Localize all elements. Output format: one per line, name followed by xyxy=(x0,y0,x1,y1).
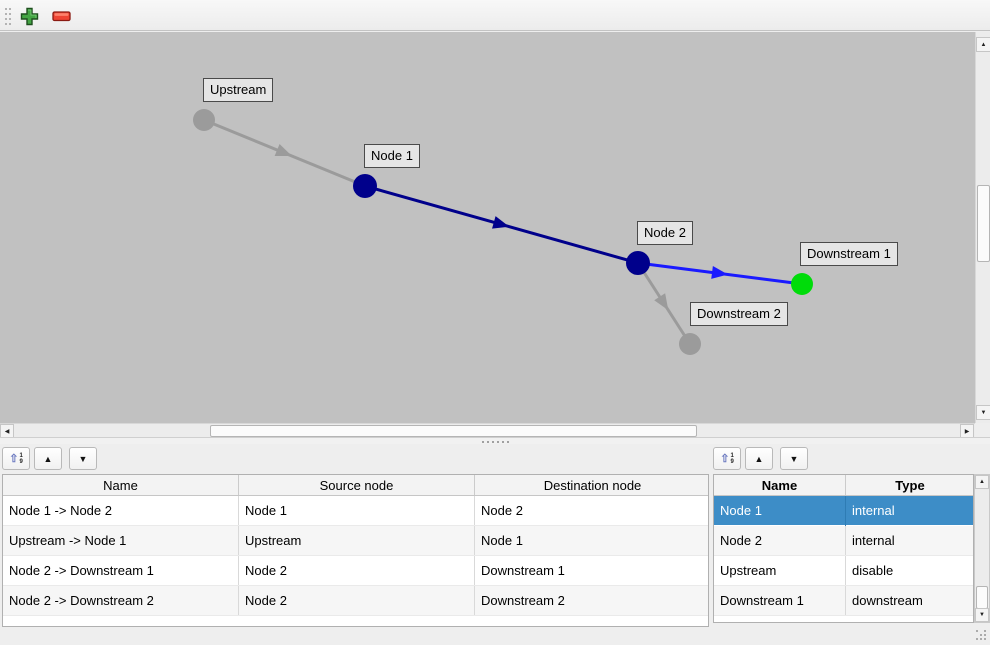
table-cell: Node 2 xyxy=(474,495,708,526)
graph-node-downstream-2[interactable] xyxy=(679,333,701,355)
vertical-scroll-thumb[interactable] xyxy=(976,586,988,609)
scroll-down-button[interactable]: ▼ xyxy=(975,608,989,622)
window-resize-grip[interactable] xyxy=(976,630,978,632)
remove-node-button[interactable] xyxy=(48,3,74,29)
scroll-up-button[interactable]: ▲ xyxy=(975,475,989,489)
table-cell: Downstream 2 xyxy=(474,585,708,616)
main-toolbar xyxy=(0,0,990,31)
left-arrow-icon: ◀ xyxy=(4,428,10,435)
table-cell: Node 2 xyxy=(238,555,475,586)
node-table-row[interactable]: Node 1 internal xyxy=(714,495,973,526)
node-move-down-button[interactable]: ▼ xyxy=(780,447,808,470)
splitter-handle-icon xyxy=(482,441,484,443)
column-header-name[interactable]: Name xyxy=(714,475,846,496)
toolbar-grip[interactable] xyxy=(5,8,7,10)
table-cell: Node 2 xyxy=(714,525,846,556)
vertical-scroll-thumb[interactable] xyxy=(977,185,990,262)
down-arrow-icon: ▼ xyxy=(980,409,987,416)
up-triangle-icon: ▲ xyxy=(754,453,764,464)
up-arrow-icon: ▲ xyxy=(980,41,987,48)
graph-svg xyxy=(193,109,813,355)
table-cell: Node 1 xyxy=(714,495,846,526)
scroll-left-button[interactable]: ◀ xyxy=(0,424,14,438)
table-cell: downstream xyxy=(845,585,973,616)
graph-node-upstream[interactable] xyxy=(193,109,215,131)
table-cell: Node 2 -> Downstream 2 xyxy=(3,585,239,616)
down-triangle-icon: ▼ xyxy=(78,453,88,464)
up-arrow-icon: ▲ xyxy=(979,479,985,485)
table-cell: disable xyxy=(845,555,973,586)
node-label-node-2[interactable]: Node 2 xyxy=(637,221,693,245)
right-arrow-icon: ▶ xyxy=(964,428,970,435)
column-header-type[interactable]: Type xyxy=(845,475,973,496)
pane-splitter[interactable] xyxy=(0,437,990,444)
node-label-node-1[interactable]: Node 1 xyxy=(364,144,420,168)
table-cell: Upstream xyxy=(238,525,475,556)
plus-icon xyxy=(20,7,38,25)
down-arrow-icon: ▼ xyxy=(979,612,985,618)
table-cell: Node 1 xyxy=(238,495,475,526)
table-cell: internal xyxy=(852,503,895,518)
scroll-right-button[interactable]: ▶ xyxy=(960,424,974,438)
table-cell: Node 1 xyxy=(474,525,708,556)
add-node-button[interactable] xyxy=(16,3,42,29)
graph-node-node-1[interactable] xyxy=(353,174,377,198)
canvas-vertical-scrollbar[interactable]: ▲ ▼ xyxy=(975,32,990,423)
edge-move-down-button[interactable]: ▼ xyxy=(69,447,97,470)
edge-arrow-icon xyxy=(274,143,292,157)
node-label-upstream[interactable]: Upstream xyxy=(203,78,274,102)
node-label-downstream-1[interactable]: Downstream 1 xyxy=(800,242,898,266)
graph-node-downstream-1[interactable] xyxy=(791,273,813,295)
node-table-scrollbar[interactable]: ▲ ▼ xyxy=(974,474,990,623)
table-cell: Upstream -> Node 1 xyxy=(3,525,239,556)
table-cell: Node 2 xyxy=(238,585,475,616)
graph-node-node-2[interactable] xyxy=(626,251,650,275)
scroll-down-button[interactable]: ▼ xyxy=(976,405,990,420)
node-move-up-button[interactable]: ▲ xyxy=(745,447,773,470)
column-header-name[interactable]: Name xyxy=(3,475,239,496)
table-cell: Downstream 1 xyxy=(714,585,846,616)
minus-icon xyxy=(51,10,71,21)
column-header-source-node[interactable]: Source node xyxy=(238,475,475,496)
edge-arrow-icon xyxy=(492,216,510,229)
edge-arrow-icon xyxy=(654,293,669,311)
up-triangle-icon: ▲ xyxy=(43,453,53,464)
horizontal-scroll-thumb[interactable] xyxy=(210,425,697,437)
edge-move-up-button[interactable]: ▲ xyxy=(34,447,62,470)
scroll-up-button[interactable]: ▲ xyxy=(976,37,990,52)
table-cell: internal xyxy=(845,525,973,556)
table-cell: Node 1 -> Node 2 xyxy=(3,495,239,526)
down-triangle-icon: ▼ xyxy=(789,453,799,464)
edge-arrow-icon xyxy=(711,266,728,279)
node-label-downstream-2[interactable]: Downstream 2 xyxy=(690,302,788,326)
table-cell: Downstream 1 xyxy=(474,555,708,586)
column-header-destination-node[interactable]: Destination node xyxy=(474,475,708,496)
table-cell: Node 2 -> Downstream 1 xyxy=(3,555,239,586)
canvas-horizontal-scrollbar[interactable]: ◀ ▶ xyxy=(0,423,975,438)
table-cell: Upstream xyxy=(714,555,846,586)
